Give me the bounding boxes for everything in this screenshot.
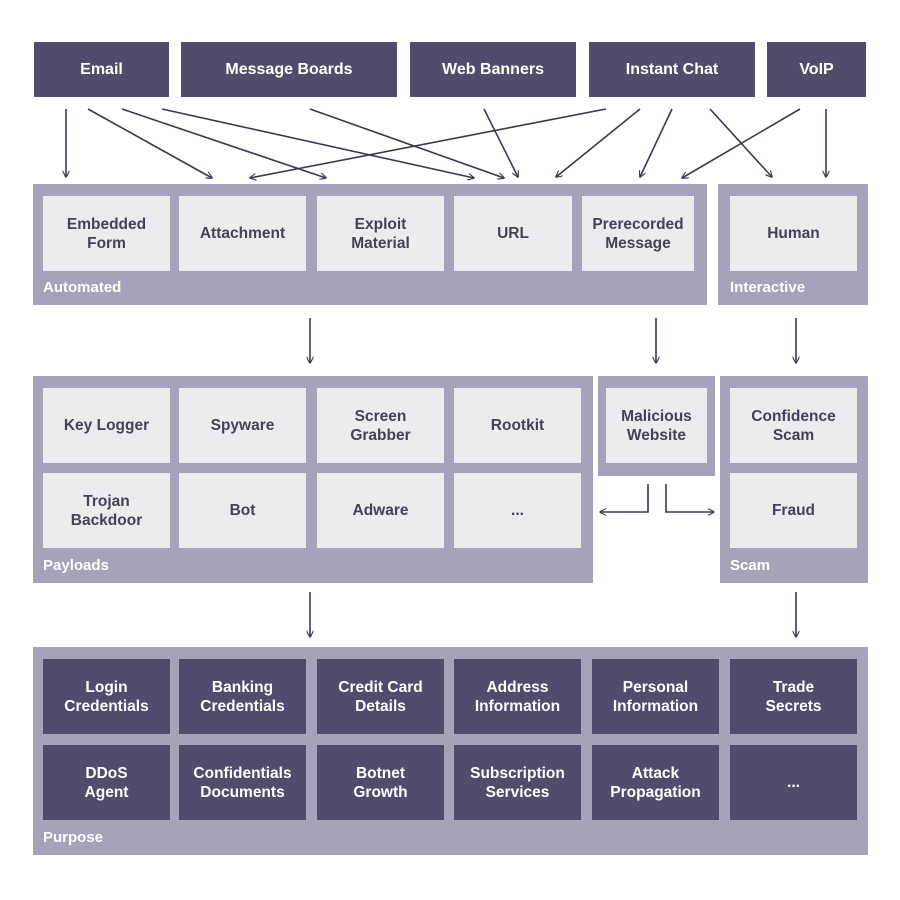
channel-label: Message Boards [225,60,353,78]
arrow-web-banners-url [483,108,518,177]
channel-voip: VoIP [767,42,866,97]
purpose-item-ddos-agent: DDoS Agent [43,745,170,820]
channel-web-banners: Web Banners [410,42,576,97]
arrow-email-attachment [87,108,212,178]
scam-item-confidence-scam: Confidence Scam [730,388,857,463]
arrow-instant-chat-attachment [250,108,607,178]
payloads-panel: Key Logger Spyware Screen Grabber Rootki… [33,376,593,583]
purpose-item-personal-information: Personal Information [592,659,719,734]
malicious-website-panel: Malicious Website [598,376,715,476]
arrow-malicious-scam [665,484,714,512]
channel-label: Email [80,60,123,78]
purpose-item-more: ... [730,745,857,820]
payload-item-trojan-backdoor: Trojan Backdoor [43,473,170,548]
automated-panel: Embedded Form Attachment Exploit Materia… [33,184,707,305]
channel-label: Web Banners [442,60,544,78]
automated-item-embedded-form: Embedded Form [43,196,170,271]
purpose-item-attack-propagation: Attack Propagation [592,745,719,820]
purpose-item-trade-secrets: Trade Secrets [730,659,857,734]
purpose-item-login-credentials: Login Credentials [43,659,170,734]
channel-email: Email [34,42,169,97]
automated-panel-label: Automated [43,279,122,296]
automated-item-prerecorded-message: Prerecorded Message [582,196,694,271]
automated-item-attachment: Attachment [179,196,306,271]
scam-panel: Confidence Scam Fraud Scam [720,376,868,583]
payload-item-spyware: Spyware [179,388,306,463]
arrow-email-exploit-material [121,108,326,178]
arrow-message-boards-url [309,108,504,178]
channel-label: Instant Chat [625,60,719,78]
interactive-item-human: Human [730,196,857,271]
purpose-item-banking-credentials: Banking Credentials [179,659,306,734]
scam-item-fraud: Fraud [730,473,857,548]
malicious-website-item: Malicious Website [606,388,707,463]
payload-item-more: ... [454,473,581,548]
channel-message-boards: Message Boards [181,42,397,97]
arrow-voip-prerecorded [682,108,801,178]
purpose-item-address-information: Address Information [454,659,581,734]
channel-label: VoIP [799,60,834,78]
payload-item-key-logger: Key Logger [43,388,170,463]
purpose-item-botnet-growth: Botnet Growth [317,745,444,820]
automated-item-url: URL [454,196,572,271]
purpose-item-subscription-services: Subscription Services [454,745,581,820]
payload-item-bot: Bot [179,473,306,548]
purpose-item-confidentials-documents: Confidentials Documents [179,745,306,820]
purpose-panel-label: Purpose [43,829,104,846]
arrow-malicious-payloads [600,484,649,512]
scam-panel-label: Scam [730,557,771,574]
arrow-instant-chat-prerecorded [640,108,673,177]
purpose-panel: Login Credentials Banking Credentials Cr… [33,647,868,855]
interactive-panel-label: Interactive [730,279,806,296]
channel-instant-chat: Instant Chat [589,42,755,97]
payloads-panel-label: Payloads [43,557,109,574]
payload-item-screen-grabber: Screen Grabber [317,388,444,463]
purpose-item-credit-card-details: Credit Card Details [317,659,444,734]
arrow-email-url [161,108,474,178]
payload-item-adware: Adware [317,473,444,548]
arrow-instant-chat-url [556,108,641,177]
automated-item-exploit-material: Exploit Material [317,196,444,271]
interactive-panel: Human Interactive [718,184,868,305]
payload-item-rootkit: Rootkit [454,388,581,463]
